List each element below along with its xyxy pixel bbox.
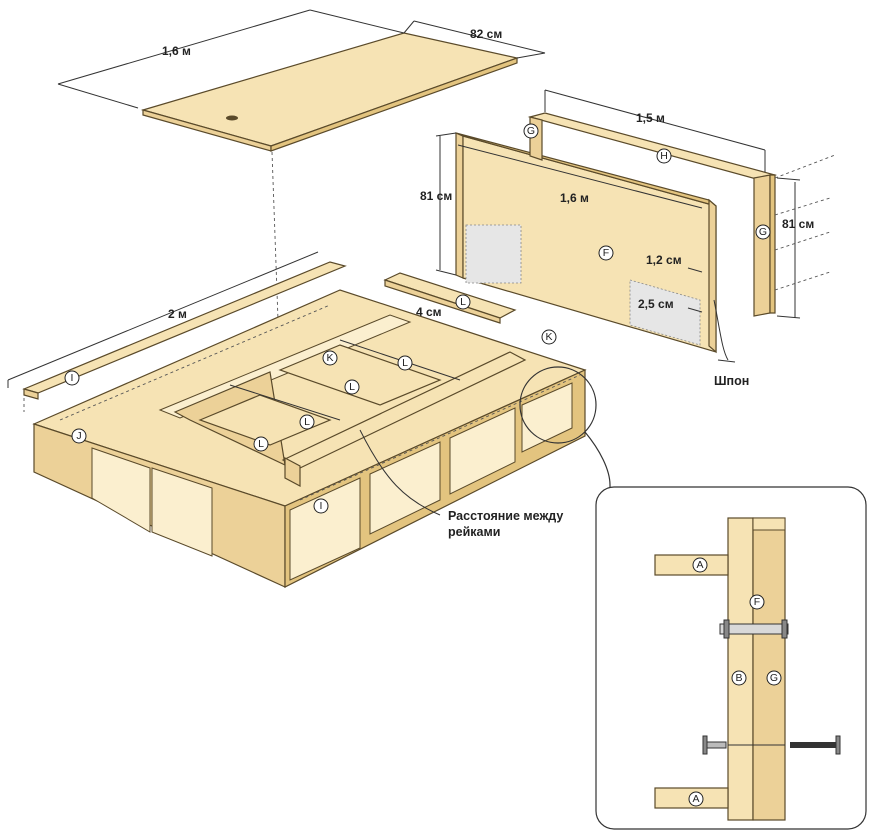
headboard-panel: 81 см 1,6 м 1,2 см 2,5 см Шпон xyxy=(420,132,749,388)
label-k-inner: K xyxy=(322,350,338,366)
label-g-top: G xyxy=(523,123,539,139)
label-h: H xyxy=(656,148,672,164)
svg-text:F: F xyxy=(754,596,760,608)
svg-text:L: L xyxy=(402,357,408,369)
label-l-inner4: L xyxy=(253,436,269,452)
svg-text:K: K xyxy=(326,352,333,364)
gap-large-label: 2,5 см xyxy=(638,297,674,311)
detail-board-g xyxy=(752,517,786,821)
top-width-label: 82 см xyxy=(470,27,502,41)
svg-text:I: I xyxy=(71,372,74,384)
top-panel xyxy=(140,32,520,461)
label-g-right: G xyxy=(755,224,771,240)
svg-text:B: B xyxy=(735,672,742,684)
slat-length-label: 2 м xyxy=(168,307,187,321)
label-b: B xyxy=(731,670,747,686)
svg-text:L: L xyxy=(349,381,355,393)
svg-text:L: L xyxy=(460,296,466,308)
slat-offset-label: 4 см xyxy=(416,305,442,319)
top-panel-dimensions: 1,6 м 82 см xyxy=(57,9,546,109)
detail-board-a-top xyxy=(654,554,729,576)
label-g-detail: G xyxy=(766,670,782,686)
svg-text:L: L xyxy=(258,438,264,450)
short-slat: 4 см xyxy=(383,272,517,324)
svg-text:G: G xyxy=(527,125,535,137)
svg-text:L: L xyxy=(304,416,310,428)
label-l-inner1: L xyxy=(397,355,413,371)
frame-length-label: 1,5 м xyxy=(636,111,665,125)
svg-text:G: G xyxy=(770,672,778,684)
label-f-detail: F xyxy=(749,594,765,610)
bed-base xyxy=(32,289,587,588)
label-a-top: A xyxy=(692,557,708,573)
svg-text:I: I xyxy=(320,500,323,512)
label-j: J xyxy=(71,428,87,444)
label-k-right: K xyxy=(541,329,557,345)
headboard-height-label: 81 см xyxy=(420,189,452,203)
svg-text:K: K xyxy=(545,331,552,343)
back-frame: 1,5 м 81 см xyxy=(527,89,836,319)
part-labels: G H G F L K K L L L L I J I A F B G A xyxy=(64,123,782,807)
label-i-slat: I xyxy=(64,370,80,386)
label-l-short: L xyxy=(455,294,471,310)
top-length-label: 1,6 м xyxy=(162,44,191,58)
svg-text:J: J xyxy=(76,430,81,442)
detail-callout xyxy=(519,366,867,830)
label-i-base: I xyxy=(313,498,329,514)
svg-text:A: A xyxy=(692,793,699,805)
veneer-label: Шпон xyxy=(714,374,749,388)
headboard-length-label: 1,6 м xyxy=(560,191,589,205)
slat-spacing-label-line1: Расстояние между xyxy=(448,509,563,523)
label-l-inner2: L xyxy=(344,379,360,395)
svg-text:H: H xyxy=(660,150,668,162)
frame-height-label: 81 см xyxy=(782,217,814,231)
long-slat: 2 м xyxy=(7,251,347,412)
svg-text:G: G xyxy=(759,226,767,238)
gap-small-label: 1,2 см xyxy=(646,253,682,267)
label-l-inner3: L xyxy=(299,414,315,430)
detail-board-b xyxy=(727,517,754,821)
label-f: F xyxy=(598,245,614,261)
svg-text:F: F xyxy=(603,247,609,259)
label-a-bottom: A xyxy=(688,791,704,807)
svg-text:A: A xyxy=(696,559,703,571)
slat-spacing-label-line2: рейками xyxy=(448,525,500,539)
